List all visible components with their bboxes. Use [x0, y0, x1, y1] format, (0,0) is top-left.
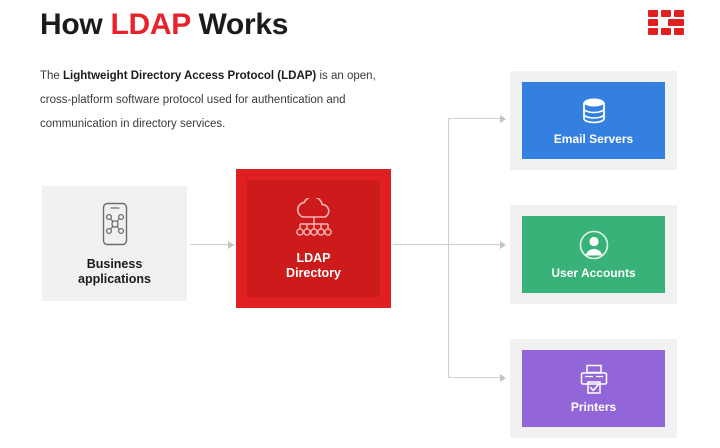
- logo-block: [674, 28, 684, 35]
- node-label-printers: Printers: [570, 399, 617, 414]
- mobile-network-icon: [99, 200, 131, 248]
- connector-trunk-to-email: [448, 118, 504, 119]
- connector-vertical-trunk: [448, 118, 449, 378]
- node-label-user-accounts: User Accounts: [551, 265, 636, 280]
- intro-lead: The: [40, 70, 64, 82]
- label-line-2: Directory: [286, 265, 341, 280]
- node-frame-printers: Printers: [510, 339, 677, 438]
- node-email-servers[interactable]: Email Servers: [522, 82, 665, 159]
- logo-block: [648, 10, 658, 17]
- node-ldap-directory[interactable]: LDAP Directory: [236, 169, 391, 308]
- connector-trunk-to-printers: [448, 377, 504, 378]
- intro-rest: is an open, cross-platform software prot…: [40, 70, 376, 130]
- page-title-accent: LDAP: [110, 8, 191, 41]
- logo-block: [668, 19, 684, 26]
- page-title: How LDAP Works: [40, 8, 288, 42]
- node-frame-user-accounts: User Accounts: [510, 205, 677, 304]
- node-ldap-inner-panel: LDAP Directory: [247, 180, 380, 297]
- arrow-head-source-to-ldap: [228, 241, 234, 249]
- logo-block: [661, 28, 671, 35]
- connector-trunk-to-users: [448, 244, 504, 245]
- node-business-applications[interactable]: Business applications: [42, 186, 187, 301]
- node-frame-email-servers: Email Servers: [510, 71, 677, 170]
- page-title-suffix: Works: [190, 8, 289, 41]
- database-cylinder-icon: [578, 95, 610, 127]
- arrow-head-to-users: [500, 241, 506, 249]
- arrow-head-to-email: [500, 115, 506, 123]
- node-label-email-servers: Email Servers: [553, 131, 634, 146]
- node-user-accounts[interactable]: User Accounts: [522, 216, 665, 293]
- label-line-2: applications: [78, 272, 151, 286]
- cloud-directory-tree-icon: [289, 197, 339, 243]
- brand-logo-icon: [648, 10, 684, 36]
- node-label-business-applications: Business applications: [78, 257, 151, 287]
- intro-bold-term: Lightweight Directory Access Protocol (L…: [63, 70, 317, 82]
- node-label-ldap-directory: LDAP Directory: [286, 251, 341, 281]
- node-printers[interactable]: Printers: [522, 350, 665, 427]
- logo-block: [648, 19, 658, 26]
- logo-block: [648, 28, 658, 35]
- logo-block: [661, 10, 671, 17]
- intro-paragraph: The Lightweight Directory Access Protoco…: [40, 64, 390, 136]
- user-circle-icon: [578, 229, 610, 261]
- page-title-prefix: How: [40, 8, 111, 41]
- connector-source-to-ldap: [190, 244, 234, 245]
- label-line-1: LDAP: [296, 250, 331, 265]
- logo-block: [674, 10, 684, 17]
- printer-icon: [577, 363, 611, 395]
- label-line-1: Business: [86, 257, 143, 271]
- connector-ldap-to-trunk: [393, 244, 449, 245]
- arrow-head-to-printers: [500, 374, 506, 382]
